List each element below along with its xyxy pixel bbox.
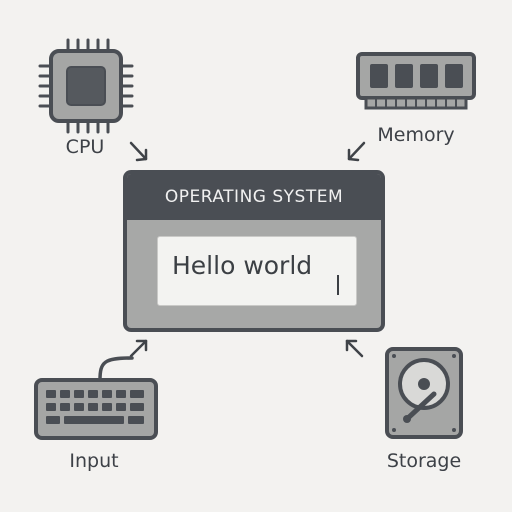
text-cursor xyxy=(337,275,339,295)
arrow-cpu-to-os xyxy=(129,141,148,162)
arrow-input-to-os xyxy=(129,339,148,358)
keyboard-icon xyxy=(34,356,158,440)
os-title-bar: OPERATING SYSTEM xyxy=(127,174,381,220)
operating-system-window: OPERATING SYSTEM Hello world xyxy=(123,170,385,332)
storage-label: Storage xyxy=(386,450,462,472)
memory-label: Memory xyxy=(377,124,455,146)
memory-module-icon xyxy=(356,52,476,110)
os-text-field[interactable]: Hello world xyxy=(157,236,357,306)
os-text-value: Hello world xyxy=(172,251,313,280)
os-title: OPERATING SYSTEM xyxy=(164,187,344,207)
hard-drive-icon xyxy=(385,347,463,439)
input-label: Input xyxy=(69,450,119,472)
arrow-storage-to-os xyxy=(345,339,364,358)
cpu-label: CPU xyxy=(65,136,105,158)
cpu-chip-icon xyxy=(38,38,134,134)
arrow-memory-to-os xyxy=(347,141,366,162)
